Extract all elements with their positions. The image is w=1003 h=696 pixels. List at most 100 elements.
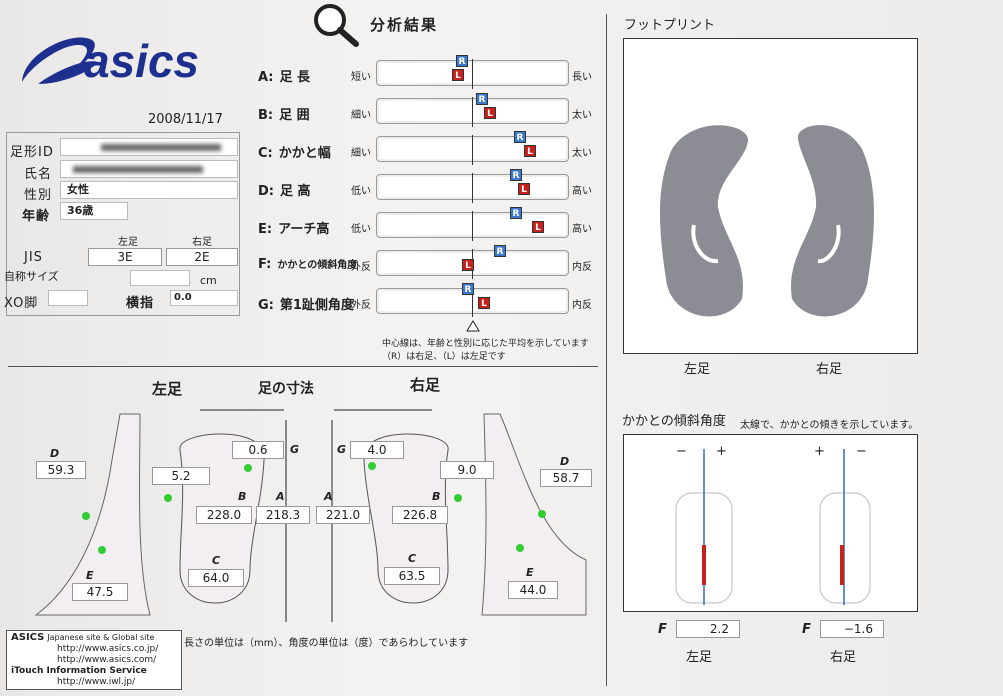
heel-angle-desc: 太線で、かかとの傾きを示しています。 xyxy=(740,420,919,431)
row-name: 足 長 xyxy=(279,70,311,85)
right-foot-marker: R xyxy=(462,283,474,295)
heel-angle-image xyxy=(675,449,871,605)
center-line xyxy=(472,135,473,165)
xo-field xyxy=(48,290,88,306)
footer-asics: ASICS xyxy=(11,632,45,643)
row-name: 足 囲 xyxy=(279,108,310,123)
jis-right-value: 2E xyxy=(166,248,238,266)
left-foot-marker: L xyxy=(532,221,544,233)
profile-panel xyxy=(6,132,240,316)
redacted-id xyxy=(101,144,221,151)
center-line xyxy=(472,173,473,203)
f-right-value: −1.6 xyxy=(820,620,884,638)
footprint-left-label: 左足 xyxy=(684,362,711,377)
self-size-field xyxy=(130,270,190,286)
footer-site-label: Japanese site & Global site xyxy=(47,633,155,642)
row-low-label: 外反 xyxy=(351,262,371,273)
footprint-title: フットプリント xyxy=(624,18,716,33)
analysis-title: 分析結果 xyxy=(370,16,439,34)
heel-angle-panel xyxy=(623,434,918,612)
footer-info: ASICS Japanese site & Global site http:/… xyxy=(6,630,182,690)
cm-unit: cm xyxy=(200,274,217,287)
row-letter: E: xyxy=(258,222,273,237)
dim-left-title: 左足 xyxy=(152,380,183,398)
analysis-row-label: D:足 高 xyxy=(258,180,311,199)
f-left-label: F xyxy=(658,622,667,637)
horizontal-divider xyxy=(8,366,598,367)
letter-d-left: D xyxy=(50,447,60,460)
magnifier-icon xyxy=(314,4,359,47)
heel-left-plus: + xyxy=(716,444,727,459)
row-name: 足 高 xyxy=(280,184,311,199)
right-foot-marker: R xyxy=(476,93,488,105)
letter-b-left: B xyxy=(238,490,247,503)
analysis-row-label: C:かかと幅 xyxy=(258,142,331,161)
left-foot-marker: L xyxy=(484,107,496,119)
row-name: 第1趾側角度 xyxy=(279,298,354,313)
row-letter: B: xyxy=(258,108,274,123)
value-b-right: 226.8 xyxy=(392,506,448,524)
redacted-name xyxy=(73,166,203,173)
analysis-note-2: （R）は右足、（L）は左足です xyxy=(382,352,506,362)
value-g-right: 4.0 xyxy=(350,441,404,459)
id-label: 足形ID xyxy=(10,145,54,160)
analysis-row-label: A: 足 長 xyxy=(258,66,310,85)
value-c-left: 64.0 xyxy=(188,569,244,587)
footer-link-jp[interactable]: http://www.asics.co.jp/ xyxy=(57,644,159,654)
age-label: 年齢 xyxy=(22,209,51,224)
letter-a-left: A xyxy=(276,490,285,503)
row-letter: A: xyxy=(258,70,274,85)
age-value: 36歳 xyxy=(60,202,128,220)
heel-right-label: 右足 xyxy=(830,650,857,665)
jis-label: JIS xyxy=(24,250,43,265)
right-foot-marker: R xyxy=(510,169,522,181)
heel-left-label: 左足 xyxy=(686,650,713,665)
footprint-image xyxy=(660,125,874,317)
yokoyubi-label: 横指 xyxy=(126,296,155,311)
row-high-label: 長い xyxy=(572,72,592,83)
dim-right-title: 右足 xyxy=(410,376,441,394)
value-90-right: 9.0 xyxy=(440,461,494,479)
value-g-left: 0.6 xyxy=(232,441,284,459)
row-low-label: 細い xyxy=(351,148,371,159)
center-line xyxy=(472,59,473,89)
row-low-label: 低い xyxy=(351,186,371,197)
row-high-label: 内反 xyxy=(572,262,592,273)
center-line xyxy=(472,287,473,317)
footer-link-iwl[interactable]: http://www.iwl.jp/ xyxy=(57,677,136,687)
jis-left-value: 3E xyxy=(88,248,162,266)
left-foot-marker: L xyxy=(518,183,530,195)
value-e-left: 47.5 xyxy=(72,583,128,601)
letter-g-left: G xyxy=(290,443,300,456)
footer-link-com[interactable]: http://www.asics.com/ xyxy=(57,655,157,665)
row-high-label: 高い xyxy=(572,186,592,197)
letter-a-right: A xyxy=(324,490,333,503)
row-low-label: 細い xyxy=(351,110,371,121)
dim-center-title: 足の寸法 xyxy=(258,381,314,397)
heel-left-minus: − xyxy=(676,444,687,459)
f-left-value: 2.2 xyxy=(676,620,740,638)
letter-e-left: E xyxy=(86,569,94,582)
value-d-left: 59.3 xyxy=(36,461,86,479)
self-size-label: 自称サイズ xyxy=(4,270,59,283)
asics-logo: asics xyxy=(22,35,199,87)
row-letter: F: xyxy=(258,257,272,272)
row-letter: C: xyxy=(258,146,273,161)
row-high-label: 内反 xyxy=(572,300,592,311)
left-foot-marker: L xyxy=(452,69,464,81)
svg-text:asics: asics xyxy=(84,35,199,87)
value-a-left: 218.3 xyxy=(256,506,310,524)
center-line xyxy=(472,211,473,241)
analysis-row-label: E:アーチ高 xyxy=(258,218,329,237)
letter-c-right: C xyxy=(408,552,417,565)
left-foot-marker: L xyxy=(478,297,490,309)
value-52-left: 5.2 xyxy=(152,467,210,485)
letter-g-right: G xyxy=(337,443,347,456)
gender-value: 女性 xyxy=(60,181,238,199)
right-foot-marker: R xyxy=(494,245,506,257)
row-name: かかとの傾斜角度 xyxy=(277,260,358,271)
name-label: 氏名 xyxy=(24,167,53,182)
